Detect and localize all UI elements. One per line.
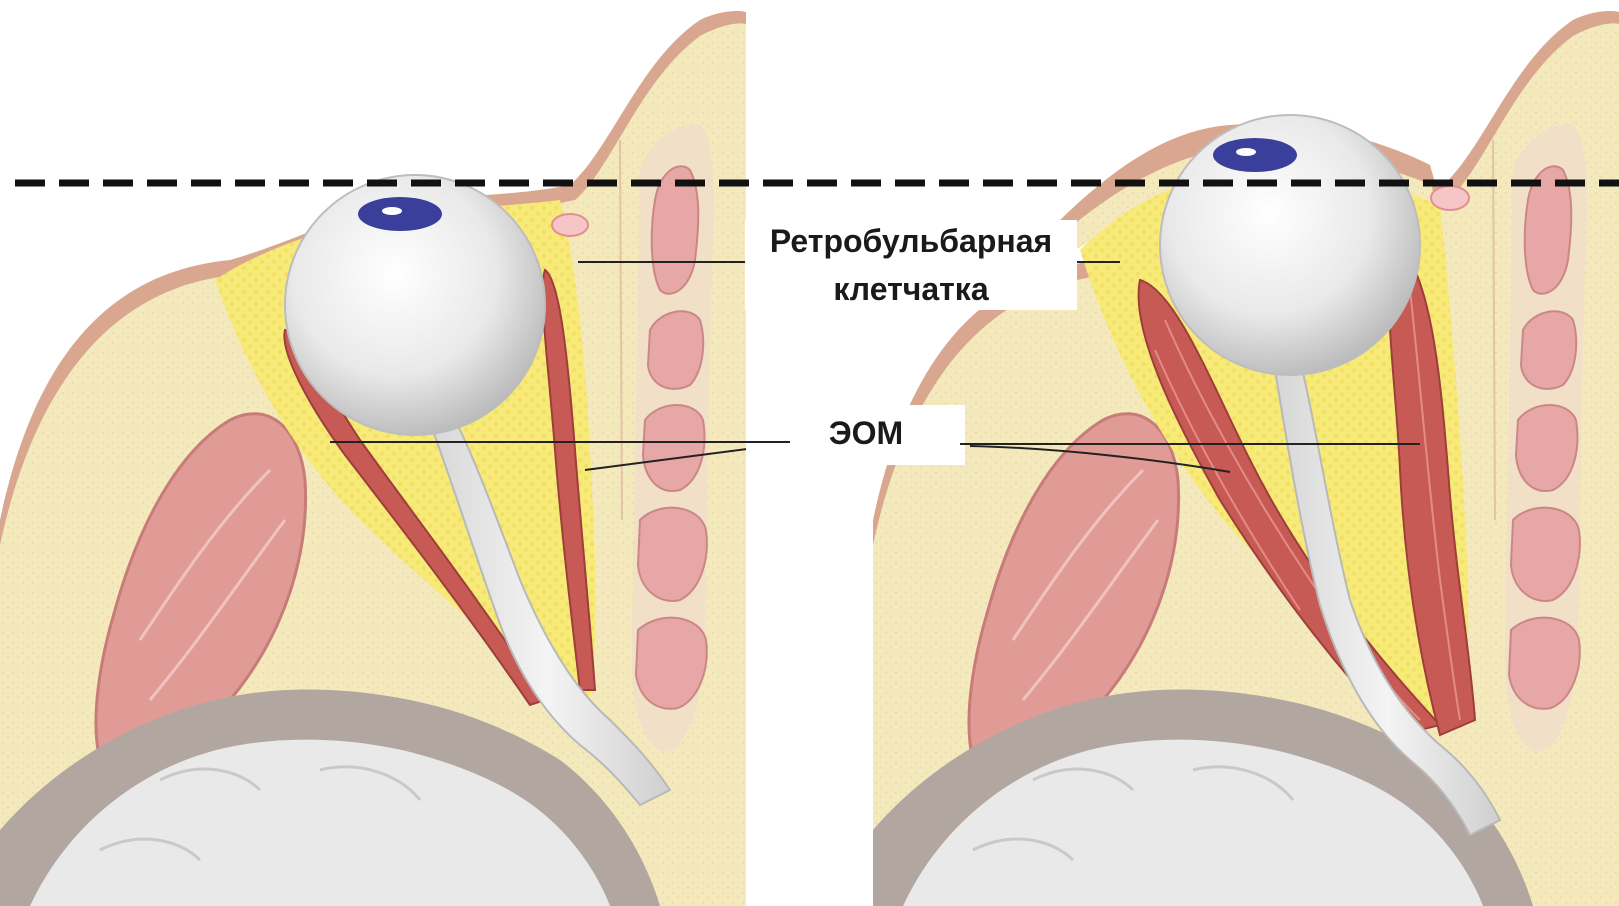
left-panel-normal-orbit	[0, 11, 770, 906]
left-iris-icon	[358, 197, 442, 231]
left-vessel	[552, 214, 588, 236]
right-panel-proptosis-orbit	[873, 11, 1619, 906]
right-vessel	[1431, 186, 1469, 210]
right-iris-icon	[1213, 138, 1297, 172]
label-eom: ЭОМ	[829, 415, 903, 451]
label-retrobulbar-line2: клетчатка	[833, 271, 988, 307]
label-retrobulbar-line1: Ретробульбарная	[770, 223, 1052, 259]
